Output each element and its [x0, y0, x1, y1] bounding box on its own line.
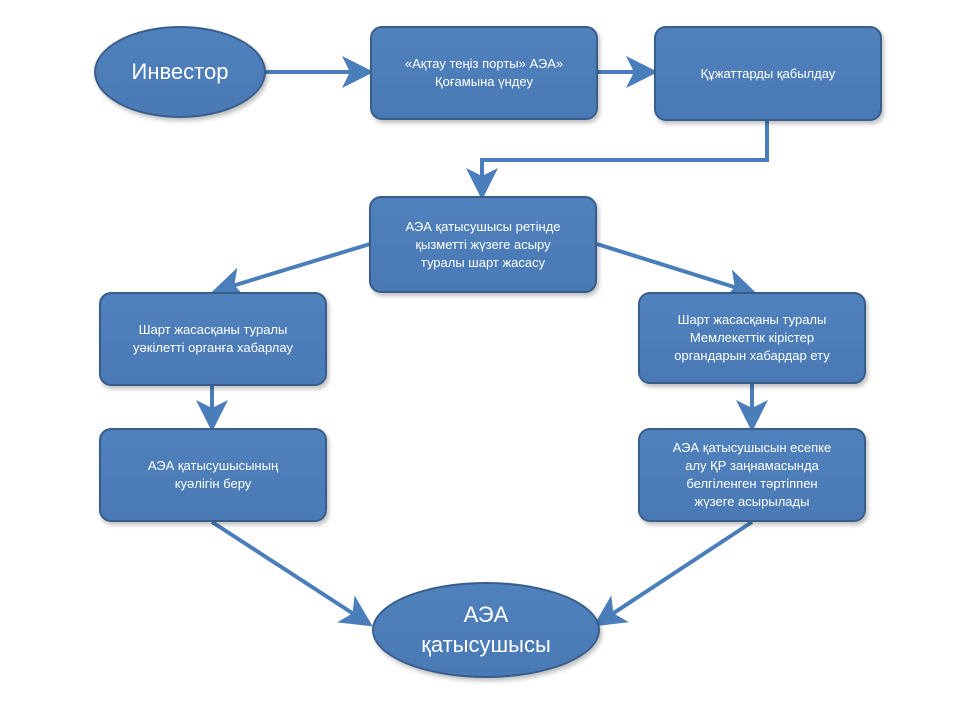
participant-node: АЭА қатысушысы — [372, 582, 600, 678]
arrow-contract-to-notify-authority — [211, 242, 371, 299]
certificate-label: АЭА қатысушысының куәлігін беру — [147, 458, 279, 491]
appeal-node: «Ақтау теңіз порты» АЭА» Қоғамына үндеу — [370, 26, 598, 120]
documents-label: Құжаттарды қабылдау — [700, 65, 836, 81]
investor-label: Инвестор — [131, 59, 229, 84]
contract-node: АЭА қатысушысы ретінде қызметті жүзеге а… — [369, 196, 597, 293]
arrow-certificate-to-participant — [210, 520, 373, 627]
participant-label: АЭА қатысушысы — [421, 602, 551, 657]
arrow-documents-to-contract — [466, 121, 769, 200]
investor-node: Инвестор — [94, 26, 266, 118]
certificate-node: АЭА қатысушысының куәлігін беру — [99, 428, 327, 522]
registration-label: АЭА қатысушысын есепке алу ҚР заңнамасын… — [672, 440, 832, 509]
appeal-label: «Ақтау теңіз порты» АЭА» Қоғамына үндеу — [404, 56, 564, 89]
registration-node: АЭА қатысушысын есепке алу ҚР заңнамасын… — [638, 428, 866, 522]
documents-node: Құжаттарды қабылдау — [654, 26, 882, 121]
notify-authority-label: Шарт жасасқаны туралы уәкілетті органға … — [133, 322, 293, 355]
arrow-contract-to-notify-revenue — [596, 242, 758, 301]
arrow-registration-to-participant — [593, 520, 754, 627]
notify-authority-node: Шарт жасасқаны туралы уәкілетті органға … — [99, 292, 327, 386]
contract-label: АЭА қатысушысы ретінде қызметті жүзеге а… — [405, 218, 561, 270]
notify-revenue-label: Шарт жасасқаны туралы Мемлекеттік кіріст… — [674, 312, 830, 363]
notify-revenue-node: Шарт жасасқаны туралы Мемлекеттік кіріст… — [638, 292, 866, 384]
